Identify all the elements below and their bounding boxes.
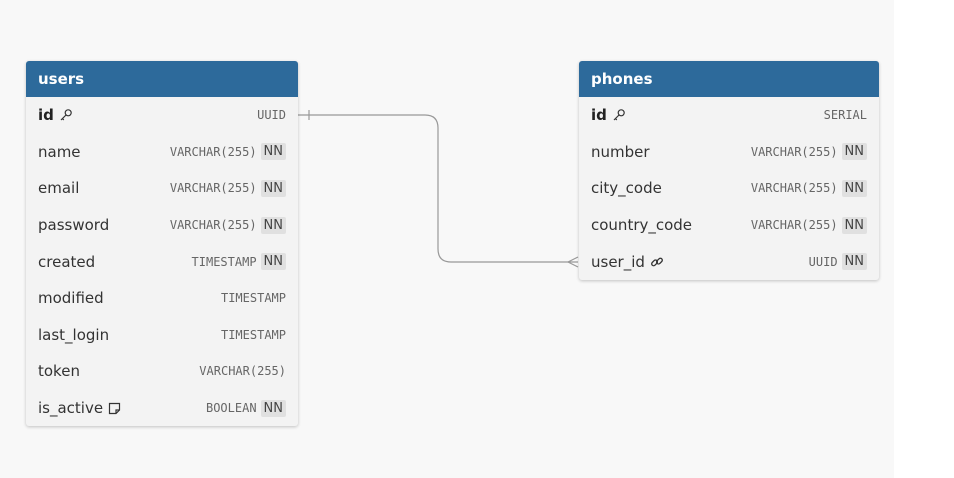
column-name: created [38, 252, 96, 271]
key-icon [59, 108, 73, 122]
not-null-badge: NN [260, 253, 286, 271]
link-icon [650, 255, 664, 269]
not-null-badge: NN [841, 143, 867, 161]
column-type: UUID [808, 254, 838, 269]
table-header: users [26, 61, 298, 97]
column-type: BOOLEAN [205, 401, 257, 416]
not-null-badge: NN [260, 179, 286, 197]
not-null-badge: NN [841, 179, 867, 197]
column-row[interactable]: last_login TIMESTAMP [26, 317, 298, 354]
column-name: id [591, 106, 607, 125]
column-name: number [591, 142, 650, 161]
not-null-badge: NN [260, 143, 286, 161]
not-null-badge: NN [260, 399, 286, 417]
not-null-badge: NN [260, 216, 286, 234]
column-name: is_active [38, 399, 104, 418]
column-type: VARCHAR(255) [169, 218, 257, 233]
column-type: UUID [257, 108, 286, 123]
column-type: VARCHAR(255) [199, 364, 286, 379]
column-type: VARCHAR(255) [169, 181, 257, 196]
column-name: password [38, 216, 110, 235]
column-type: VARCHAR(255) [750, 218, 838, 233]
column-row[interactable]: id SERIAL [579, 97, 879, 134]
column-type: TIMESTAMP [220, 327, 286, 342]
column-name: city_code [591, 179, 662, 198]
column-row[interactable]: country_code VARCHAR(255)NN [579, 207, 879, 244]
column-row[interactable]: id UUID [26, 97, 298, 134]
table-header: phones [579, 61, 879, 97]
column-name: modified [38, 289, 104, 308]
column-type: VARCHAR(255) [750, 144, 838, 159]
column-type: TIMESTAMP [220, 291, 286, 306]
column-name: user_id [591, 252, 645, 271]
column-row[interactable]: token VARCHAR(255) [26, 353, 298, 390]
column-name: email [38, 179, 80, 198]
many-marker [566, 256, 579, 268]
column-type: SERIAL [823, 108, 867, 123]
column-name: token [38, 362, 80, 381]
column-row[interactable]: city_code VARCHAR(255)NN [579, 170, 879, 207]
not-null-badge: NN [841, 253, 867, 271]
column-row[interactable]: modified TIMESTAMP [26, 280, 298, 317]
column-name: country_code [591, 216, 693, 235]
column-row[interactable]: name VARCHAR(255)NN [26, 134, 298, 171]
column-name: id [38, 106, 54, 125]
column-name: name [38, 142, 81, 161]
note-icon [108, 402, 121, 415]
column-row[interactable]: email VARCHAR(255)NN [26, 170, 298, 207]
not-null-badge: NN [841, 216, 867, 234]
column-row[interactable]: password VARCHAR(255)NN [26, 207, 298, 244]
relationship-line [298, 114, 578, 263]
key-icon [612, 108, 626, 122]
column-row[interactable]: number VARCHAR(255)NN [579, 134, 879, 171]
column-name: last_login [38, 325, 110, 344]
column-type: VARCHAR(255) [750, 181, 838, 196]
column-type: TIMESTAMP [191, 254, 257, 269]
column-type: VARCHAR(255) [169, 144, 257, 159]
